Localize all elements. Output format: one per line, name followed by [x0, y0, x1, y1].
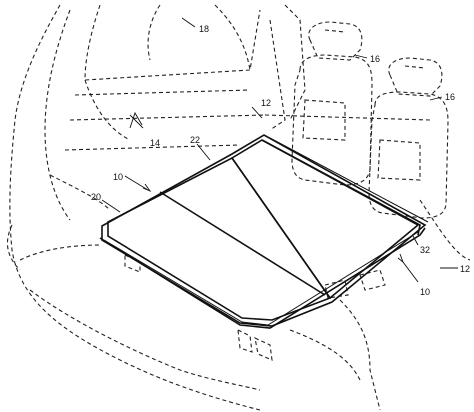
label-seat-b: 16 — [445, 92, 455, 102]
reference-numerals: 18 16 16 12 14 22 10 20 32 12 10 — [91, 24, 470, 297]
label-floor-right: 12 — [460, 264, 470, 274]
label-seat-a: 16 — [370, 54, 380, 64]
label-panel-front: 20 — [91, 192, 101, 202]
panel-outer-rim — [101, 134, 427, 327]
label-edge: 32 — [420, 245, 430, 255]
label-wall: 18 — [199, 24, 209, 34]
fold-line — [159, 191, 326, 296]
label-assembly-right: 10 — [420, 287, 430, 297]
vehicle-interior-outline — [6, 4, 471, 411]
cargo-panel-assembly — [99, 137, 429, 361]
panel-front — [107, 156, 332, 321]
seat-back-b — [368, 57, 449, 219]
panel-rear — [230, 139, 420, 300]
label-cargo-area: 14 — [150, 138, 160, 148]
label-assembly-left: 10 — [113, 172, 123, 182]
seat-back-a — [291, 21, 373, 186]
leader-lines — [101, 17, 458, 283]
label-panel-rear: 22 — [190, 135, 200, 145]
label-floor-top: 12 — [261, 98, 271, 108]
